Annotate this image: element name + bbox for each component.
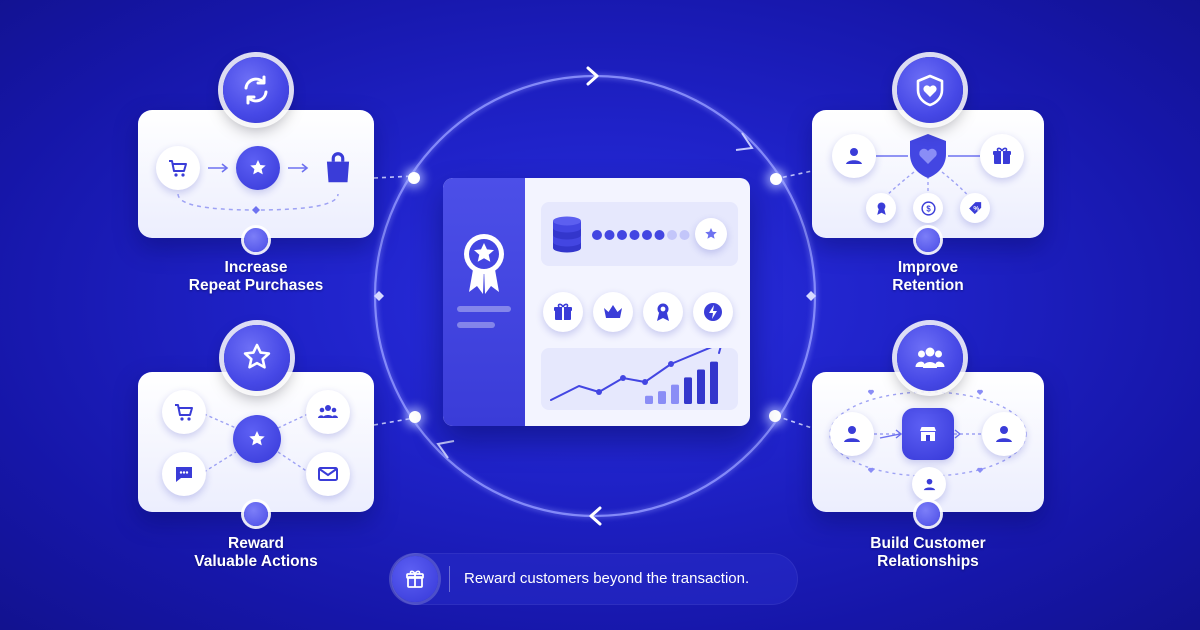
store-icon [902,408,954,460]
growth-bar [658,391,666,404]
award-icon [643,292,683,332]
trend-point [620,375,626,381]
trend-point [668,361,674,367]
progress-dot [642,230,652,240]
user-icon [982,412,1026,456]
customer-relationships-card [812,372,1044,512]
growth-chart-graphic [550,341,723,404]
star-coin-icon [236,146,280,190]
star-goal-icon [695,218,727,250]
progress-dot [629,230,640,240]
label-line: Retention [892,277,964,294]
progress-dot [604,230,615,240]
sidebar-placeholder-line [457,322,495,328]
group-icon [897,325,963,391]
tagline-divider [449,566,450,592]
ring-node [409,411,421,423]
trend-point [596,389,602,395]
award-icon [866,193,896,223]
svg-text:%: % [973,205,979,212]
trend-point [642,379,648,385]
progress-dot [617,230,627,240]
chat-icon [162,452,206,496]
award-ribbon-icon [464,234,504,294]
ring-node [408,172,420,184]
connector-dot [244,502,268,526]
label-line: Valuable Actions [194,553,318,570]
growth-bar [671,384,679,404]
group-icon [306,390,350,434]
label-line: Repeat Purchases [188,277,324,294]
user-icon [832,134,876,178]
user-icon [830,412,874,456]
ring-node [770,173,782,185]
trend-arrowhead [710,341,723,354]
shopping-bag-icon [316,144,360,192]
cart-icon [162,390,206,434]
dashboard-sidebar [443,178,525,426]
tagline-bar [391,553,798,605]
user-icon [912,467,946,501]
valuable-actions-card [138,372,374,512]
loyalty-dashboard-panel [443,178,750,426]
progress-dot [654,230,665,240]
coin-icon: $ [913,193,943,223]
growth-bar [697,369,705,404]
connector-dot [916,502,940,526]
growth-chart [541,341,738,410]
progress-dot [667,230,677,240]
bolt-coin-icon [693,292,733,332]
flow-lines [203,413,309,473]
star-icon [233,415,281,463]
coin-stack-icon [553,216,581,253]
benefit-label-valuable-actions: Reward Valuable Actions [156,535,356,571]
trend-line [550,343,720,401]
progress-dot [592,230,602,240]
benefit-label-customer-relationships: Build Customer Relationships [828,535,1028,571]
ring-node [769,410,781,422]
label-line: Increase [224,259,288,276]
benefit-label-repeat-purchases: Increase Repeat Purchases [156,259,356,295]
connector-dot [916,228,940,252]
connector-dot [244,228,268,252]
gift-icon [980,134,1024,178]
mail-icon [306,452,350,496]
growth-bar [645,395,653,404]
growth-bar [710,361,718,404]
label-line: Improve [897,259,959,276]
refresh-icon [223,57,289,123]
benefit-label-retention: Improve Retention [828,259,1028,295]
star-icon [224,325,290,391]
crown-icon [593,292,633,332]
ring-arrow [735,132,754,151]
growth-bar [684,377,692,404]
sidebar-placeholder-line [457,306,511,312]
gift-icon [543,292,583,332]
shield-heart-icon [906,132,950,180]
tagline-text: Reward customers beyond the transaction. [464,570,750,587]
progress-dots [592,230,690,240]
svg-text:$: $ [926,204,931,213]
discount-tag-icon: % [960,193,990,223]
label-line: Reward [228,535,284,552]
label-line: Relationships [877,553,979,570]
progress-dot [679,230,690,240]
label-line: Build Customer [870,535,986,552]
retention-card: $ % [812,110,1044,238]
shield-heart-icon [897,57,963,123]
ring-arrow [436,440,455,459]
gift-icon [392,556,438,602]
points-progress-row [541,202,738,266]
cart-icon [156,146,200,190]
repeat-purchases-card [138,110,374,238]
flow-arrows [177,163,339,214]
